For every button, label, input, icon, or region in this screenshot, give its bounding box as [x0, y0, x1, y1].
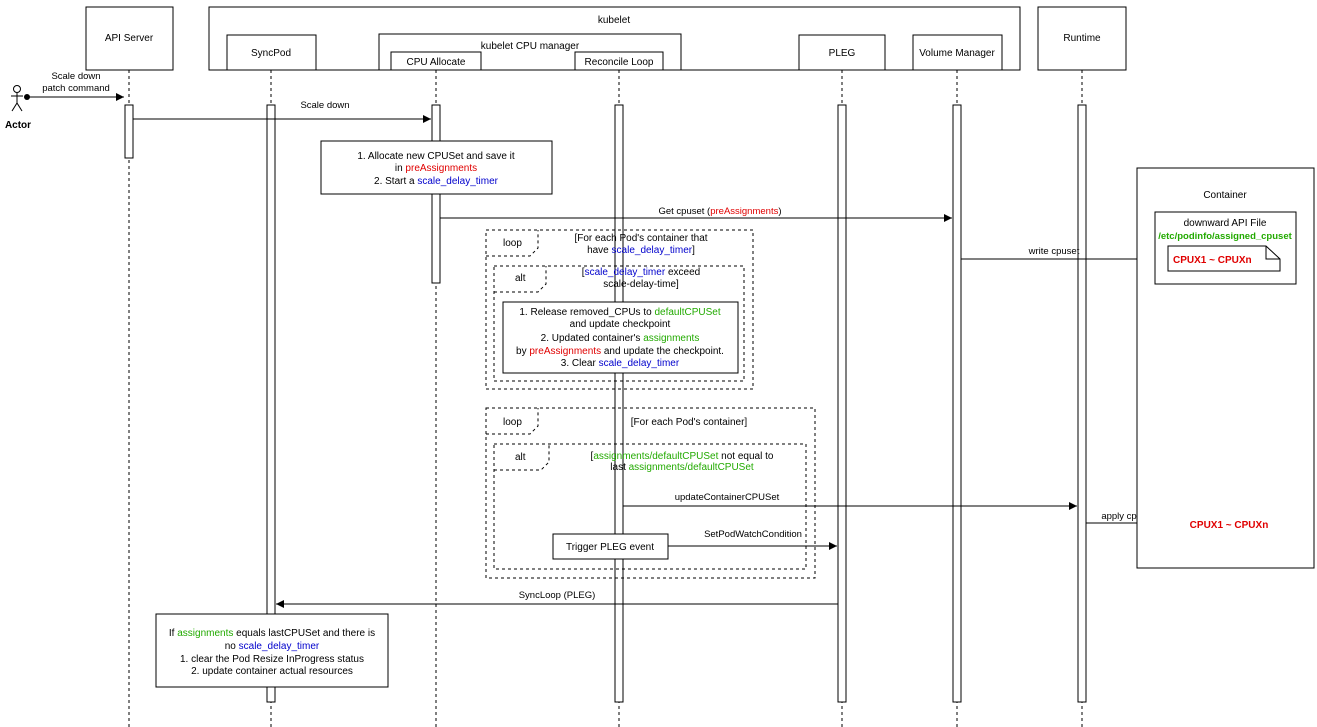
- participant-volume-manager: Volume Manager: [912, 34, 1003, 71]
- svg-text:Runtime: Runtime: [1063, 33, 1101, 44]
- participant-cpu-allocate: CPU Allocate: [390, 51, 482, 71]
- downward-value: CPUX1 ~ CPUXn: [1173, 255, 1252, 266]
- loop2-frame: loop [For each Pod's container]: [485, 407, 816, 579]
- svg-text:1. Release removed_CPUs to def: 1. Release removed_CPUs to defaultCPUSet: [519, 307, 720, 318]
- activation-syncpod: [266, 104, 276, 703]
- alt2-cond-l1: [assignments/defaultCPUSet not equal to: [591, 451, 774, 462]
- participant-runtime: Runtime: [1037, 6, 1127, 71]
- participant-pleg: PLEG: [798, 34, 886, 71]
- msg-scale-down-patch-l2: patch command: [42, 83, 110, 94]
- note-allocate: 1. Allocate new CPUSet and save it in pr…: [320, 140, 553, 195]
- note-release: 1. Release removed_CPUs to defaultCPUSet…: [502, 301, 739, 374]
- loop1-frame: loop [For each Pod's container that have…: [485, 229, 754, 390]
- svg-text:PLEG: PLEG: [829, 48, 856, 59]
- svg-text:no scale_delay_timer: no scale_delay_timer: [225, 641, 320, 652]
- downward-file-note: CPUX1 ~ CPUXn: [1167, 245, 1281, 272]
- activation-runtime: [1077, 104, 1087, 703]
- msg-set-pod-watch-label: SetPodWatchCondition: [704, 529, 802, 540]
- alt1-frame: alt [scale_delay_timer exceed scale-dela…: [493, 265, 745, 382]
- svg-text:Trigger PLEG event: Trigger PLEG event: [566, 542, 654, 553]
- alt1-cond-l2: scale-delay-time]: [603, 279, 679, 290]
- msg-update-container-cpuset-label: updateContainerCPUSet: [675, 492, 780, 503]
- downward-title: downward API File: [1184, 218, 1267, 229]
- svg-text:and update checkpoint: and update checkpoint: [570, 319, 671, 330]
- actor-label: Actor: [5, 120, 31, 131]
- msg-write-cpuset-label: write cpuset: [1028, 246, 1080, 257]
- svg-text:2. Updated container's assignm: 2. Updated container's assignments: [541, 333, 700, 344]
- svg-text:by preAssignments and update t: by preAssignments and update the checkpo…: [516, 346, 724, 357]
- activation-pleg: [837, 104, 847, 703]
- svg-text:in preAssignments: in preAssignments: [395, 163, 477, 174]
- msg-apply-cpuset-label: apply cpuset: [1101, 511, 1155, 522]
- activation-volume-manager: [952, 104, 962, 703]
- svg-text:Volume Manager: Volume Manager: [919, 48, 995, 59]
- participant-api-server: API Server: [85, 6, 174, 71]
- svg-text:kubelet CPU manager: kubelet CPU manager: [481, 41, 580, 52]
- alt2-frame: alt [assignments/defaultCPUSet not equal…: [493, 443, 807, 570]
- msg-syncloop-label: SyncLoop (PLEG): [519, 590, 596, 601]
- participant-reconcile-loop: Reconcile Loop: [574, 51, 664, 71]
- svg-text:If assignments equals lastCPUS: If assignments equals lastCPUSet and the…: [169, 628, 375, 639]
- downward-path: /etc/podinfo/assigned_cpuset: [1158, 231, 1292, 242]
- msg-scale-down-label: Scale down: [300, 100, 349, 111]
- note-syncpod: If assignments equals lastCPUSet and the…: [155, 613, 389, 688]
- alt2-cond-l2: last assignments/defaultCPUSet: [610, 462, 754, 473]
- loop1-tag: loop: [503, 238, 522, 249]
- svg-text:1. clear the Pod Resize InProg: 1. clear the Pod Resize InProgress statu…: [180, 654, 364, 665]
- participant-syncpod: SyncPod: [226, 34, 317, 71]
- svg-text:kubelet: kubelet: [598, 15, 630, 26]
- svg-text:CPU Allocate: CPU Allocate: [407, 57, 466, 68]
- svg-text:Reconcile Loop: Reconcile Loop: [585, 57, 654, 68]
- svg-text:1. Allocate new CPUSet and sav: 1. Allocate new CPUSet and save it: [357, 151, 515, 162]
- svg-text:2. update container actual res: 2. update container actual resources: [191, 666, 353, 677]
- alt1-tag: alt: [515, 273, 526, 284]
- msg-get-cpuset-label: Get cpuset (preAssignments): [658, 206, 781, 217]
- container-title: Container: [1203, 190, 1247, 201]
- svg-text:API Server: API Server: [105, 33, 154, 44]
- activation-reconcile-loop: [614, 104, 624, 703]
- applied-cpuset-value: CPUX1 ~ CPUXn: [1190, 520, 1269, 531]
- loop1-cond-l1: [For each Pod's container that: [574, 233, 707, 244]
- loop2-tag: loop: [503, 417, 522, 428]
- activation-api-server: [124, 104, 134, 159]
- loop1-cond-l2: have scale_delay_timer]: [587, 245, 695, 256]
- alt1-cond-l1: [scale_delay_timer exceed: [582, 267, 700, 278]
- actor-figure: Actor: [5, 85, 31, 131]
- svg-text:2. Start a scale_delay_timer: 2. Start a scale_delay_timer: [374, 176, 499, 187]
- trigger-pleg-box: Trigger PLEG event: [552, 533, 669, 560]
- svg-text:3. Clear scale_delay_timer: 3. Clear scale_delay_timer: [561, 358, 680, 369]
- msg-scale-down-patch-l1: Scale down: [51, 71, 100, 82]
- svg-text:SyncPod: SyncPod: [251, 48, 291, 59]
- alt2-tag: alt: [515, 452, 526, 463]
- loop2-cond: [For each Pod's container]: [631, 417, 748, 428]
